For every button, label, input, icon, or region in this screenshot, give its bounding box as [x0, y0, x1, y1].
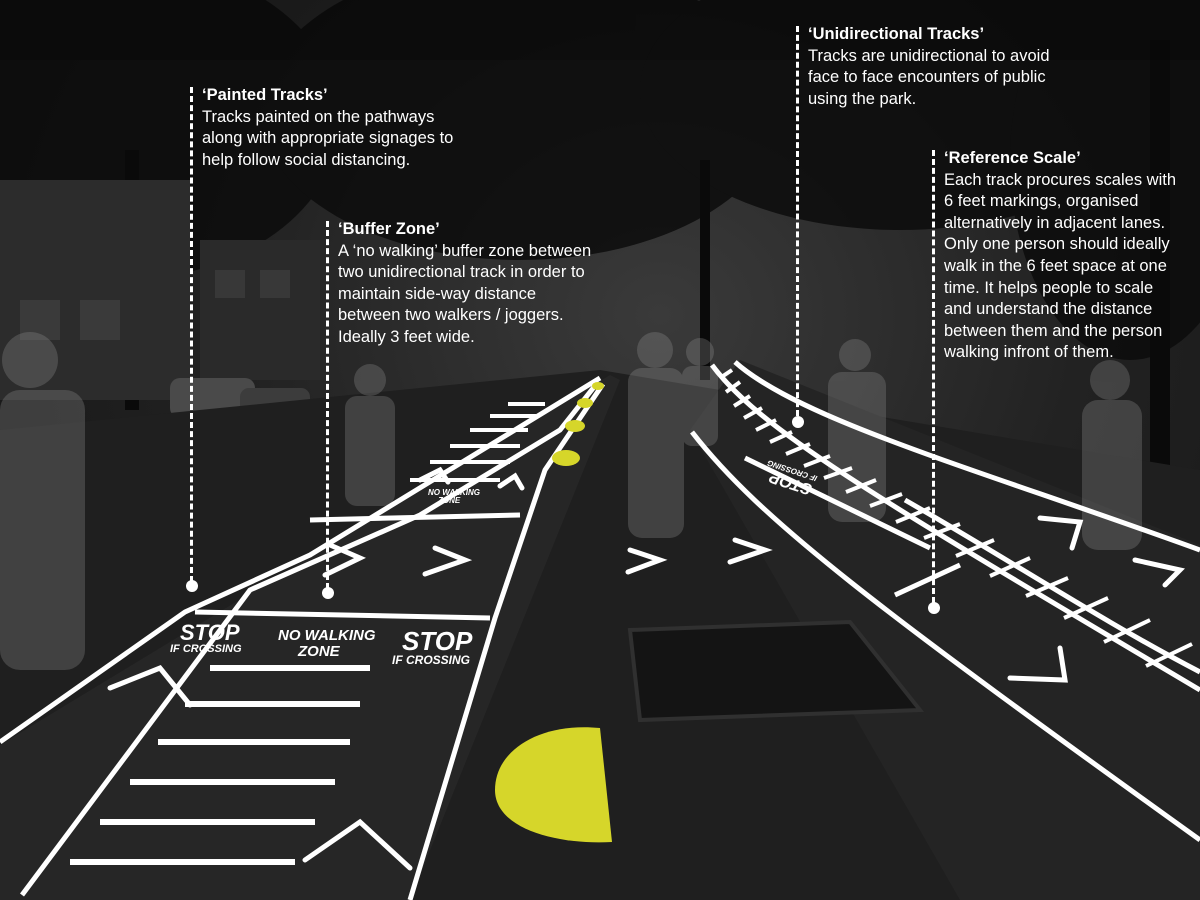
- annotation-body: A ‘no walking’ buffer zone between two u…: [338, 241, 592, 346]
- top-shade: [0, 0, 1200, 60]
- buffer-zone-hatch-near: [70, 665, 370, 865]
- leader-line: [796, 26, 799, 416]
- stop-sign-right-sub: IF CROSSING: [392, 653, 470, 667]
- far-no-walking-zone-label-line2: ZONE: [437, 496, 461, 505]
- stop-sign-right: STOP: [402, 626, 473, 656]
- leader-line: [932, 150, 935, 603]
- painted-tracks-annotation: ‘Painted Tracks’ Tracks painted on the p…: [190, 85, 480, 582]
- buffer-zone-annotation: ‘Buffer Zone’ A ‘no walking’ buffer zone…: [326, 219, 596, 589]
- anchor-point: [322, 587, 334, 599]
- annotation-body: Each track procures scales with 6 feet m…: [944, 170, 1177, 362]
- anchor-point: [928, 602, 940, 614]
- annotation-title: ‘Buffer Zone’: [338, 220, 440, 238]
- yellow-dot-markers: [495, 382, 612, 843]
- anchor-point: [792, 416, 804, 428]
- building: [0, 180, 320, 400]
- planter: [627, 619, 925, 723]
- annotation-title: ‘Painted Tracks’: [202, 86, 328, 104]
- right-hatch-strip: [718, 368, 1193, 668]
- annotation-body: Tracks painted on the pathways along wit…: [202, 107, 454, 169]
- no-walking-zone-label-line1: NO WALKING: [278, 627, 376, 644]
- annotation-title: ‘Unidirectional Tracks’: [808, 25, 985, 43]
- left-pathway: [0, 375, 620, 900]
- buffer-zone-hatch-far: [410, 402, 545, 482]
- pedestrian-silhouettes: [0, 332, 1142, 670]
- anchor-point: [186, 580, 198, 592]
- stop-sign-left-sub: IF CROSSING: [170, 643, 242, 655]
- annotation-title: ‘Reference Scale’: [944, 149, 1081, 167]
- leader-line: [190, 87, 193, 582]
- annotation-body: Tracks are unidirectional to avoid face …: [808, 46, 1050, 108]
- stop-sign-left: STOP: [180, 620, 240, 645]
- reference-scale-annotation: ‘Reference Scale’ Each track procures sc…: [932, 148, 1182, 603]
- far-no-walking-zone-label-line1: NO WALKING: [428, 488, 480, 497]
- right-track-markings: [690, 360, 1200, 843]
- unidirectional-tracks-annotation: ‘Unidirectional Tracks’ Tracks are unidi…: [796, 24, 1066, 416]
- direction-arrows: [107, 466, 1185, 871]
- leader-line: [326, 221, 329, 589]
- no-walking-zone-label-line2: ZONE: [297, 643, 341, 660]
